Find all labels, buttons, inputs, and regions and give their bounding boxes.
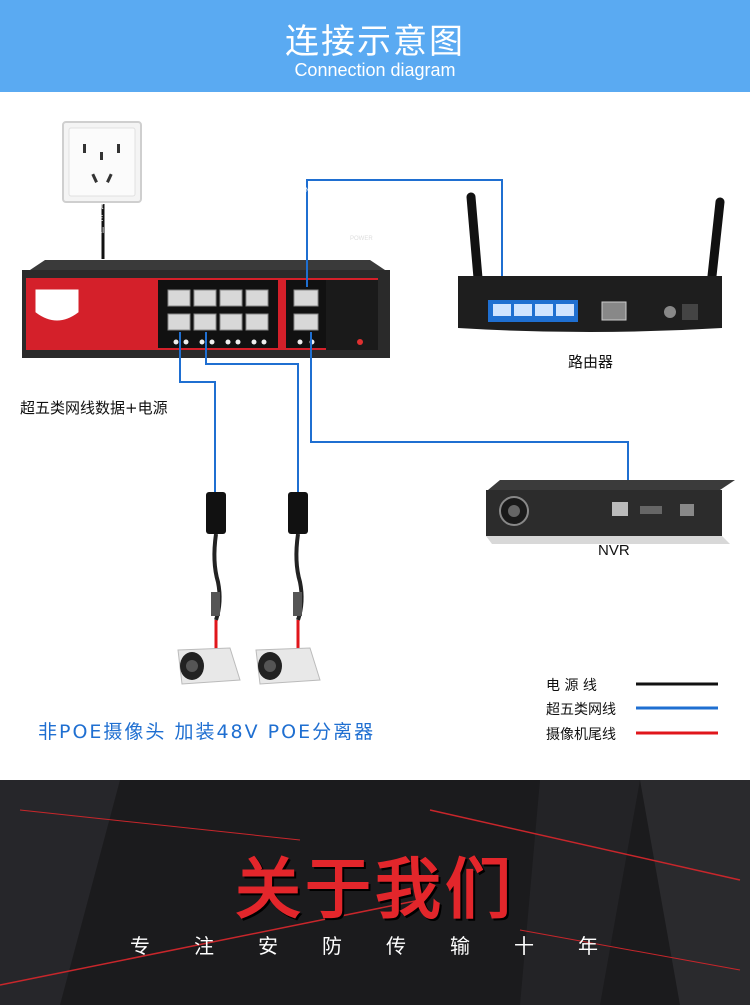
footer-background	[0, 780, 750, 1005]
router-label: 路由器	[568, 353, 614, 371]
model-line3: 2UPLINK 1000Mbps	[82, 226, 155, 235]
header-banner: 连接示意图 Connection diagram	[0, 0, 750, 92]
wall-socket-icon	[62, 121, 142, 203]
network-cables	[179, 179, 629, 500]
cable-switch-router	[306, 179, 503, 297]
router-device	[458, 192, 725, 332]
poe-ports	[167, 289, 319, 331]
poe-label: POE	[202, 188, 217, 195]
about-us-title: 关于我们	[235, 851, 515, 928]
cable-switch-camera1	[179, 332, 216, 492]
poe-splitter-1	[206, 492, 226, 652]
brand-logo-text: DJA	[34, 202, 53, 212]
camera-2-icon	[255, 647, 321, 685]
about-us-subtitle: 专注安防传输十年	[130, 934, 642, 958]
model-line1: Smart Switch	[82, 202, 130, 211]
page-title: 连接示意图	[285, 22, 465, 62]
footer-banner: 关于我们 专注安防传输十年	[0, 780, 750, 1005]
diagram-canvas	[22, 121, 735, 735]
legend-label-network: 超五类网线	[546, 702, 616, 718]
brand-name: 帝杰安	[30, 228, 67, 242]
connection-diagram: DJA 帝杰安 Smart Switch 8POE 10/100Mbps 2UP…	[0, 92, 750, 780]
power-label: POWER	[350, 236, 373, 242]
page-subtitle: Connection diagram	[294, 60, 456, 80]
nvr-device	[486, 480, 735, 544]
brand-logo-icon	[35, 289, 79, 321]
camera-note: 非POE摄像头 加装48V POE分离器	[38, 721, 376, 743]
cable-description: 超五类网线数据+电源	[20, 399, 168, 417]
poe-splitter-2	[288, 492, 308, 652]
cable-switch-nvr	[310, 332, 629, 500]
camera-1-icon	[177, 647, 241, 685]
legend-label-power: 电 源 线	[546, 678, 597, 694]
uplink-label: UPLINK	[292, 188, 314, 194]
model-line2: 8POE 10/100Mbps	[82, 214, 150, 223]
nvr-label: NVR	[598, 542, 630, 559]
legend-label-tail: 摄像机尾线	[546, 727, 616, 743]
cable-switch-camera2	[205, 332, 299, 492]
